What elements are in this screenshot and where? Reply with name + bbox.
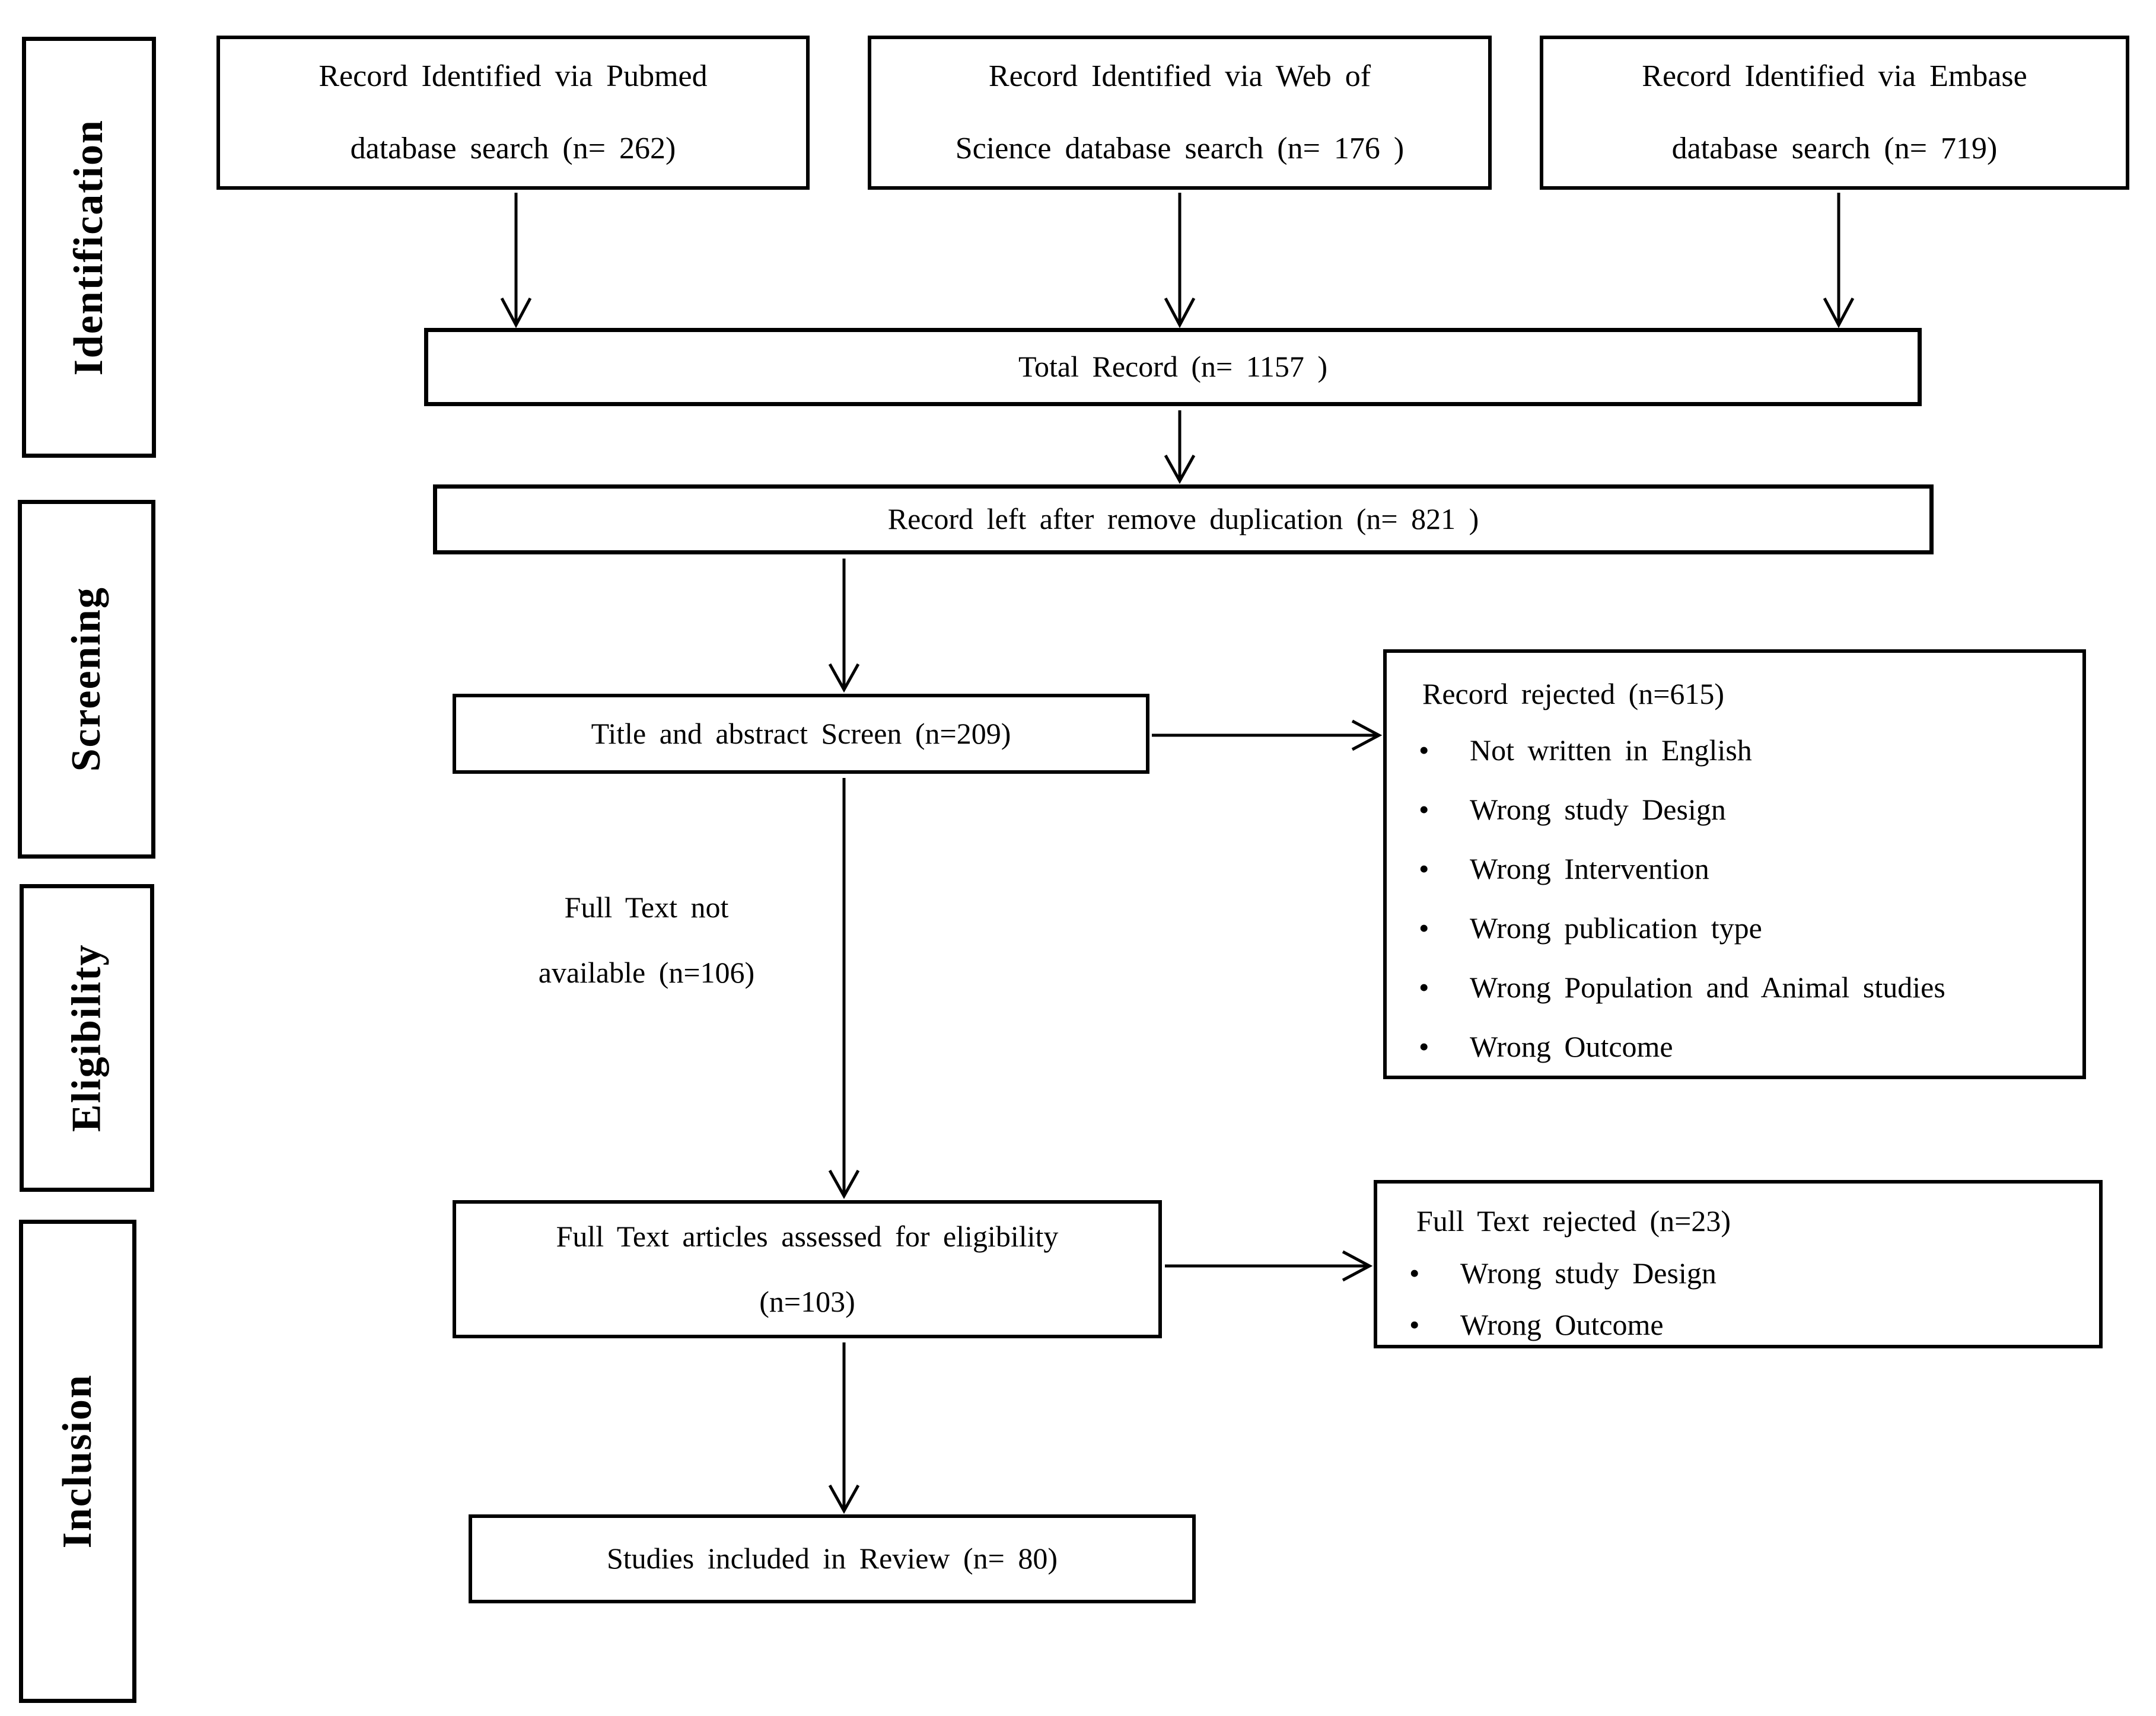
record-rejected-item: Wrong Population and Animal studies [1405, 958, 2065, 1017]
box-pubmed-source: Record Identified via Pubmed database se… [216, 36, 810, 190]
stage-label-eligibility: Eligibility [63, 943, 110, 1133]
arrowhead-screen-to-rejected [1351, 719, 1383, 751]
box-total-record: Total Record (n= 1157 ) [424, 328, 1922, 406]
ftna-line-1: Full Text not [564, 891, 729, 924]
record-rejected-item: Not written in English [1405, 720, 2065, 780]
box-record-rejected: Record rejected (n=615) Not written in E… [1383, 649, 2086, 1079]
arrowhead-pubmed-to-total [500, 297, 532, 328]
box-full-text-assessed: Full Text articles assessed for eligibil… [453, 1200, 1162, 1338]
wos-line-1: Record Identified via Web of [988, 59, 1371, 93]
arrowhead-wos-to-total [1164, 297, 1196, 328]
ftna-line-2: available (n=106) [538, 956, 755, 989]
box-after-duplicates-removed: Record left after remove duplication (n=… [433, 484, 1934, 554]
record-rejected-item: Wrong study Design [1405, 780, 2065, 839]
stage-label-inclusion: Inclusion [54, 1374, 100, 1549]
pubmed-line-2: database search (n= 262) [350, 132, 676, 165]
embase-line-1: Record Identified via Embase [1642, 59, 2027, 93]
stage-box-screening: Screening [18, 500, 155, 859]
full-text-rejected-list: Wrong study Design Wrong Outcome [1395, 1248, 2081, 1351]
stage-box-identification: Identification [22, 37, 156, 458]
full-text-rejected-title: Full Text rejected (n=23) [1416, 1204, 1731, 1237]
box-title-abstract-screen: Title and abstract Screen (n=209) [453, 694, 1149, 774]
pubmed-line-1: Record Identified via Pubmed [319, 59, 708, 93]
full-text-rejected-item: Wrong study Design [1395, 1248, 2081, 1300]
after-duplicates-text: Record left after remove duplication (n=… [887, 502, 1479, 536]
wos-line-2: Science database search (n= 176 ) [955, 132, 1405, 165]
stage-label-screening: Screening [63, 586, 109, 772]
stage-box-eligibility: Eligibility [20, 884, 154, 1192]
studies-included-text: Studies included in Review (n= 80) [606, 1542, 1058, 1575]
arrowhead-assessed-to-included [828, 1484, 860, 1514]
box-embase-source: Record Identified via Embase database se… [1540, 36, 2129, 190]
title-abstract-screen-text: Title and abstract Screen (n=209) [591, 716, 1011, 750]
box-full-text-rejected: Full Text rejected (n=23) Wrong study De… [1374, 1180, 2103, 1351]
full-text-rejected-item: Wrong Outcome [1395, 1299, 2081, 1351]
arrowhead-assessed-to-ftrejected [1342, 1250, 1373, 1282]
assessed-line-2: (n=103) [759, 1284, 855, 1318]
arrowhead-screen-to-assessed [828, 1169, 860, 1200]
record-rejected-list: Not written in English Wrong study Desig… [1405, 720, 2065, 1076]
record-rejected-title: Record rejected (n=615) [1422, 677, 1725, 710]
arrowhead-dedup-to-screen [828, 663, 860, 693]
assessed-line-1: Full Text articles assessed for eligibil… [556, 1220, 1059, 1253]
embase-line-2: database search (n= 719) [1671, 132, 1998, 165]
record-rejected-item: Wrong publication type [1405, 898, 2065, 958]
arrowhead-embase-to-total [1823, 297, 1855, 328]
total-record-text: Total Record (n= 1157 ) [1018, 350, 1328, 384]
stage-box-inclusion: Inclusion [19, 1220, 136, 1703]
box-web-of-science-source: Record Identified via Web of Science dat… [868, 36, 1492, 190]
stage-label-identification: Identification [65, 119, 112, 376]
label-full-text-not-available: Full Text not available (n=106) [474, 875, 819, 1005]
record-rejected-item: Wrong Outcome [1405, 1017, 2065, 1076]
arrowhead-total-to-dedup [1164, 454, 1196, 484]
record-rejected-item: Wrong Intervention [1405, 839, 2065, 898]
box-studies-included: Studies included in Review (n= 80) [469, 1514, 1196, 1603]
